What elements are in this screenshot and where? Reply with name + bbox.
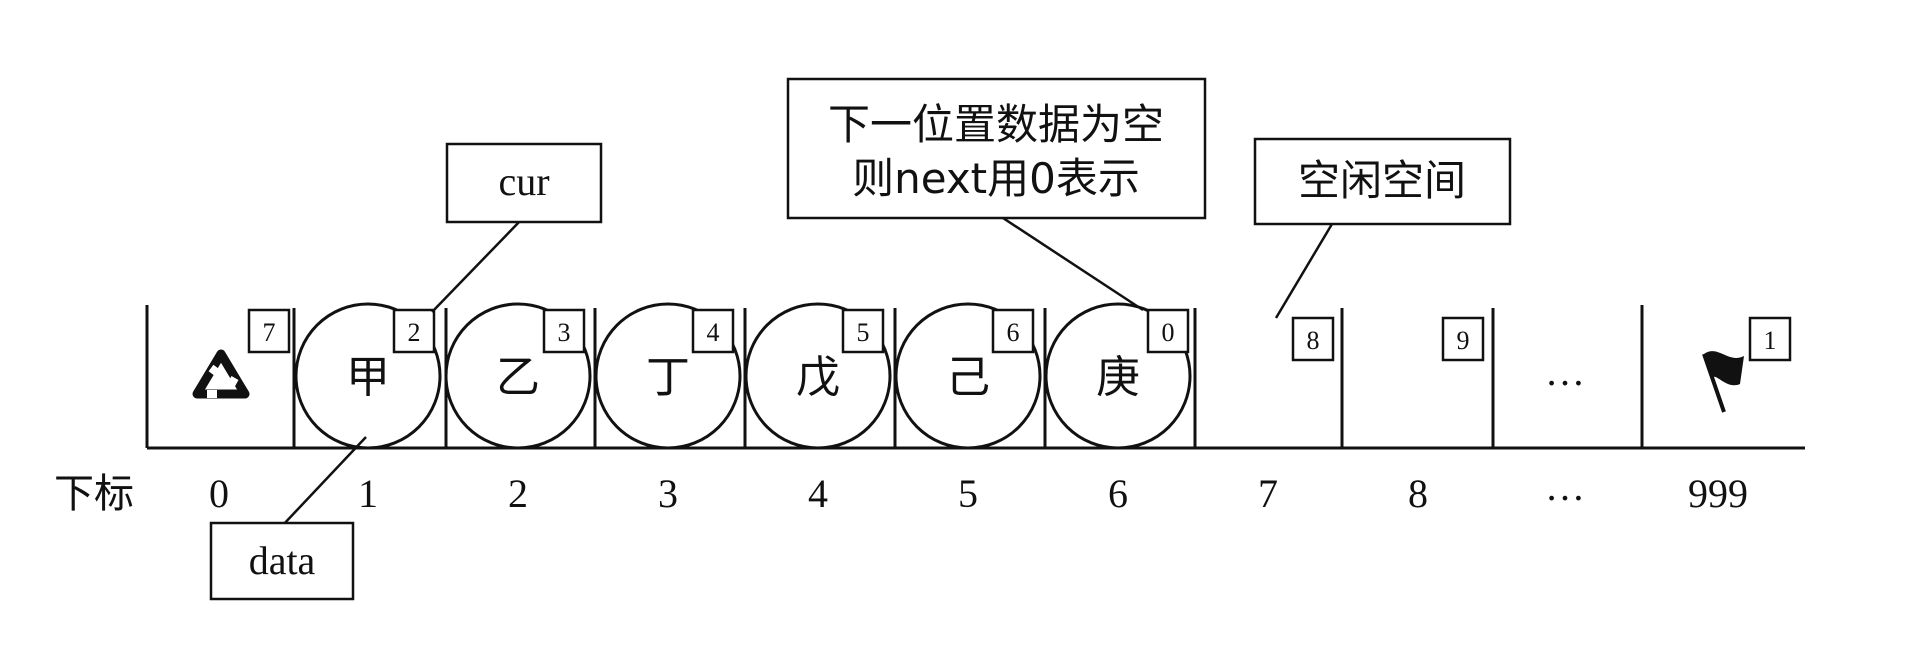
next-empty-callout-line-2: 则next用0表示	[852, 154, 1140, 203]
index-label: 5	[958, 471, 978, 516]
index-label: 4	[808, 471, 828, 516]
cursor-box	[542, 308, 586, 354]
cur-callout-text: cur	[498, 159, 549, 204]
callout-boxes	[209, 77, 1512, 601]
index-label: 8	[1408, 471, 1428, 516]
cursor-box	[1291, 316, 1335, 362]
cursor-value: 9	[1457, 326, 1470, 355]
cursor-value: 7	[263, 318, 276, 347]
recycle-icon	[192, 349, 250, 399]
index-label: 2	[508, 471, 528, 516]
cursor-box	[1748, 316, 1792, 362]
data-callout-box	[209, 521, 355, 601]
node-value: 乙	[496, 352, 540, 403]
cursor-box	[247, 308, 291, 354]
free-space-callout-line	[1274, 223, 1334, 319]
node-value: 戊	[796, 352, 840, 403]
free-space-callout-text: 空闲空间	[1298, 156, 1466, 205]
node-value: 庚	[1096, 352, 1140, 403]
node-values: 甲 乙 丁 戊 己 庚 …	[346, 349, 1585, 403]
cursor-value: 3	[558, 318, 571, 347]
cursor-value: 8	[1307, 326, 1320, 355]
cursor-value: 1	[1764, 326, 1777, 355]
index-label: 3	[658, 471, 678, 516]
cursor-box	[691, 308, 735, 354]
callout-connectors	[281, 216, 1334, 527]
cur-callout-box	[445, 142, 603, 224]
cursor-value: 0	[1162, 318, 1175, 347]
cursor-value: 5	[857, 318, 870, 347]
cur-callout-line	[431, 219, 522, 313]
next-empty-callout-box	[786, 77, 1207, 220]
cursor-boxes: 7 2 3 4 5 6 0 8 9 1	[247, 308, 1792, 362]
flag-icon	[1702, 351, 1744, 413]
index-label: 999	[1688, 471, 1748, 516]
cursor-box	[1146, 308, 1190, 354]
ellipsis-cell: …	[1545, 349, 1585, 394]
cursor-box	[392, 308, 436, 354]
cursor-value: 2	[408, 318, 421, 347]
node-value: 丁	[646, 352, 690, 403]
node-value: 甲	[346, 352, 390, 403]
cursor-box	[991, 308, 1035, 354]
index-row-label: 下标	[54, 471, 134, 517]
index-label: 1	[358, 471, 378, 516]
cursor-box	[841, 308, 885, 354]
cursor-value: 4	[707, 318, 720, 347]
callout-texts: cur data 下一位置数据为空 则next用0表示 空闲空间	[249, 100, 1466, 583]
index-label: 0	[209, 471, 229, 516]
index-label: …	[1545, 464, 1585, 509]
next-empty-callout-line	[1002, 216, 1144, 312]
cursor-value: 6	[1007, 318, 1020, 347]
next-empty-callout-line-1: 下一位置数据为空	[828, 100, 1164, 149]
index-row: 下标 0 1 2 3 4 5 6 7 8 … 999	[54, 464, 1748, 517]
data-callout-text: data	[249, 538, 316, 583]
node-value: 己	[946, 352, 990, 403]
data-callout-line	[281, 436, 367, 527]
free-space-callout-box	[1253, 137, 1512, 226]
cursor-box	[1441, 316, 1485, 362]
index-label: 6	[1108, 471, 1128, 516]
index-label: 7	[1258, 471, 1278, 516]
